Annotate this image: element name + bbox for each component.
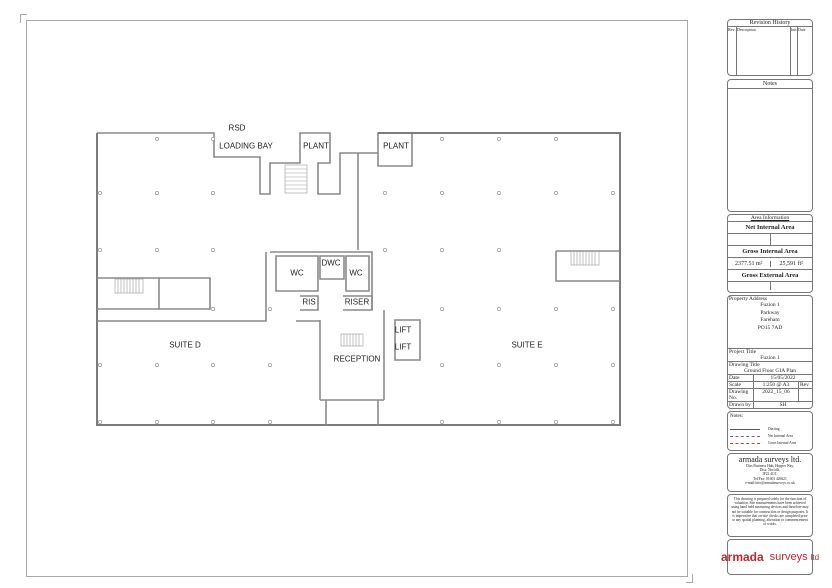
gross-external-area-label: Gross External Area	[728, 269, 812, 281]
project-title-label: Project Title	[729, 349, 757, 355]
gea-m2	[728, 282, 771, 290]
drawing-title-label: Drawing Title	[729, 362, 760, 368]
net-internal-area-label: Net Internal Area	[728, 221, 812, 233]
gross-internal-area-label: Gross Internal Area	[728, 245, 812, 257]
gea-ft2	[771, 282, 813, 290]
company-address-line: IP22 4GT.	[762, 472, 778, 477]
legend-item-nia: Net Internal Area	[730, 434, 810, 438]
company-panel: armada surveys ltd. Diss Business Hub, H…	[727, 453, 813, 492]
dashed-line-swatch	[730, 443, 760, 444]
scale-label: Scale	[728, 382, 754, 388]
project-title-value: Fuzion 1	[760, 355, 780, 361]
dashed-line-swatch	[730, 435, 760, 437]
col-date: Date	[798, 27, 806, 32]
label-loading-bay: LOADING BAY	[219, 141, 273, 151]
crop-mark	[686, 574, 693, 583]
revision-history-title: Revision History	[749, 20, 791, 26]
drawing-info-panel: Property Address Fuzion 1 Parkway Fareha…	[727, 295, 813, 409]
date-value: 15/05/2022	[770, 375, 796, 381]
legend-item-ducting: Ducting	[730, 427, 810, 431]
disclaimer-panel: This drawing is prepared solely for the …	[727, 494, 813, 537]
drawn-by-value: SH	[779, 402, 787, 408]
company-logo: armada surveys ltd	[721, 539, 819, 575]
area-information-title: Area Information	[750, 215, 790, 221]
revision-history-panel: Revision History Rev Description Init Da…	[727, 19, 813, 76]
label-wc: WC	[290, 268, 304, 278]
solid-line-swatch	[730, 428, 760, 430]
legend-panel: Notes: Ducting Net Internal Area Gross I…	[727, 411, 813, 451]
label-dwc: DWC	[321, 258, 341, 268]
rev-label: Rev	[800, 382, 809, 388]
nia-m2	[728, 234, 771, 245]
notes-panel: Notes	[727, 79, 813, 212]
label-plant: PLANT	[383, 141, 409, 151]
logo-word-armada: armada	[720, 550, 764, 564]
label-riser: RISER	[344, 297, 370, 307]
logo-swoosh-icon	[764, 546, 769, 568]
drawing-no-value: 2022_15_06	[754, 389, 799, 401]
label-suite-e: SUITE E	[511, 340, 543, 350]
address-line: Fuzion 1	[760, 302, 780, 308]
crop-mark	[20, 14, 27, 23]
company-address-line: e-mail:info@armadasurveys.co.uk	[745, 480, 795, 485]
date-label: Date	[728, 375, 754, 381]
gia-ft2: 25,591 ft²	[779, 260, 803, 267]
col-init: Init	[791, 27, 798, 75]
col-rev: Rev	[728, 27, 737, 75]
label-suite-d: SUITE D	[169, 340, 201, 350]
logo-word-surveys: surveys	[769, 551, 808, 563]
col-description: Description	[737, 27, 791, 75]
drawn-by-label: Drawn by	[728, 402, 754, 408]
address-line: PO15 7AD	[757, 324, 783, 331]
legend-item-gia: Gross Internal Area	[730, 441, 810, 445]
disclaimer-text: This drawing is prepared solely for the …	[731, 497, 809, 527]
label-plant: PLANT	[303, 141, 329, 151]
company-name: armada surveys ltd.	[738, 455, 802, 464]
label-ris: RIS	[302, 297, 316, 307]
address-line: Fareham	[760, 317, 780, 323]
drawing-no-label: Drawing No.	[728, 389, 754, 401]
company-address-line: Tel/Fax: 01603 426621	[753, 476, 787, 481]
property-address-label: Property Address	[729, 296, 768, 302]
logo-word-ltd: ltd	[810, 552, 820, 562]
plan-frame	[26, 20, 688, 577]
company-address-line: Diss, Norfolk,	[759, 468, 781, 473]
notes-title: Notes	[728, 80, 812, 89]
nia-ft2	[771, 234, 813, 245]
label-wc: WC	[349, 268, 363, 278]
label-rsd: RSD	[228, 123, 246, 133]
floor-plan-drawing	[96, 132, 621, 426]
label-lift: LIFT	[394, 342, 412, 352]
legend-title: Notes:	[730, 414, 744, 419]
gia-m2: 2377.51 m²	[728, 260, 771, 267]
area-information-panel: Area Information Net Internal Area Gross…	[727, 214, 813, 293]
drawing-title-value: Ground Floor GIA Plan	[743, 368, 797, 374]
company-address-line: Diss Business Hub, Hopper Way,	[746, 464, 794, 468]
label-reception: RECEPTION	[333, 354, 381, 364]
scale-value: 1:250 @ A3	[754, 382, 799, 388]
address-line: Parkway	[760, 309, 780, 316]
label-lift: LIFT	[394, 325, 412, 335]
